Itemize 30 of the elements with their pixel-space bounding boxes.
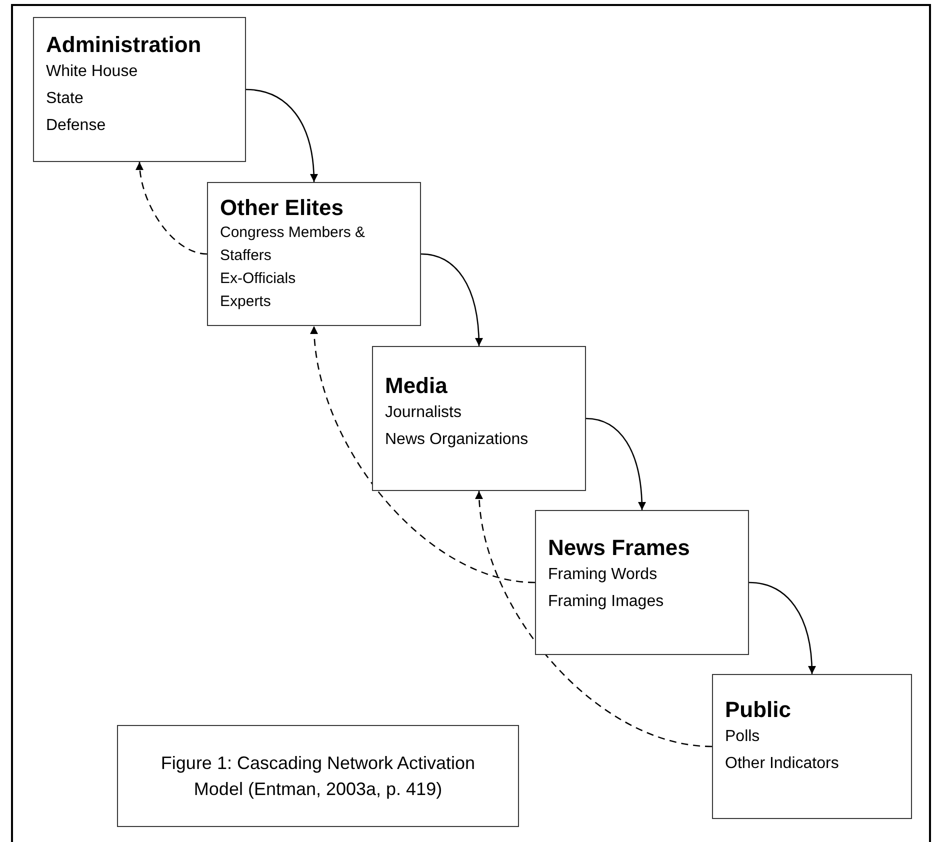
box-heading: Public (725, 697, 792, 723)
box-heading: Administration (46, 32, 202, 58)
box-item: News Organizations (385, 430, 528, 450)
box-item: Framing Images (548, 592, 664, 612)
box-item: Ex-Officials (220, 269, 296, 289)
arrow (476, 490, 712, 748)
box-item: White House (46, 62, 138, 82)
arrow (748, 582, 816, 674)
process-box (33, 17, 246, 162)
box-item: Experts (220, 292, 271, 312)
arrow (586, 418, 646, 510)
figure-caption: Figure 1: Cascading Network Activation Model (Entman, 2003a, p. 419) (160, 752, 476, 801)
arrow (136, 162, 208, 255)
box-item: Defense (46, 116, 106, 136)
arrow (310, 326, 536, 584)
process-box (372, 346, 586, 491)
box-heading: News Frames (548, 535, 690, 561)
arrow (420, 253, 483, 346)
box-item: Framing Words (548, 565, 658, 585)
arrow (246, 88, 318, 182)
box-heading: Media (385, 373, 448, 399)
box-item: Polls (725, 727, 760, 747)
box-item: Journalists (385, 403, 462, 423)
box-item: Other Indicators (725, 754, 839, 774)
box-heading: Other Elites (220, 195, 344, 221)
box-item: Congress Members & Staffers (220, 223, 366, 266)
process-box (535, 510, 749, 655)
process-box (712, 674, 912, 819)
process-box (207, 182, 421, 326)
box-item: State (46, 89, 84, 109)
